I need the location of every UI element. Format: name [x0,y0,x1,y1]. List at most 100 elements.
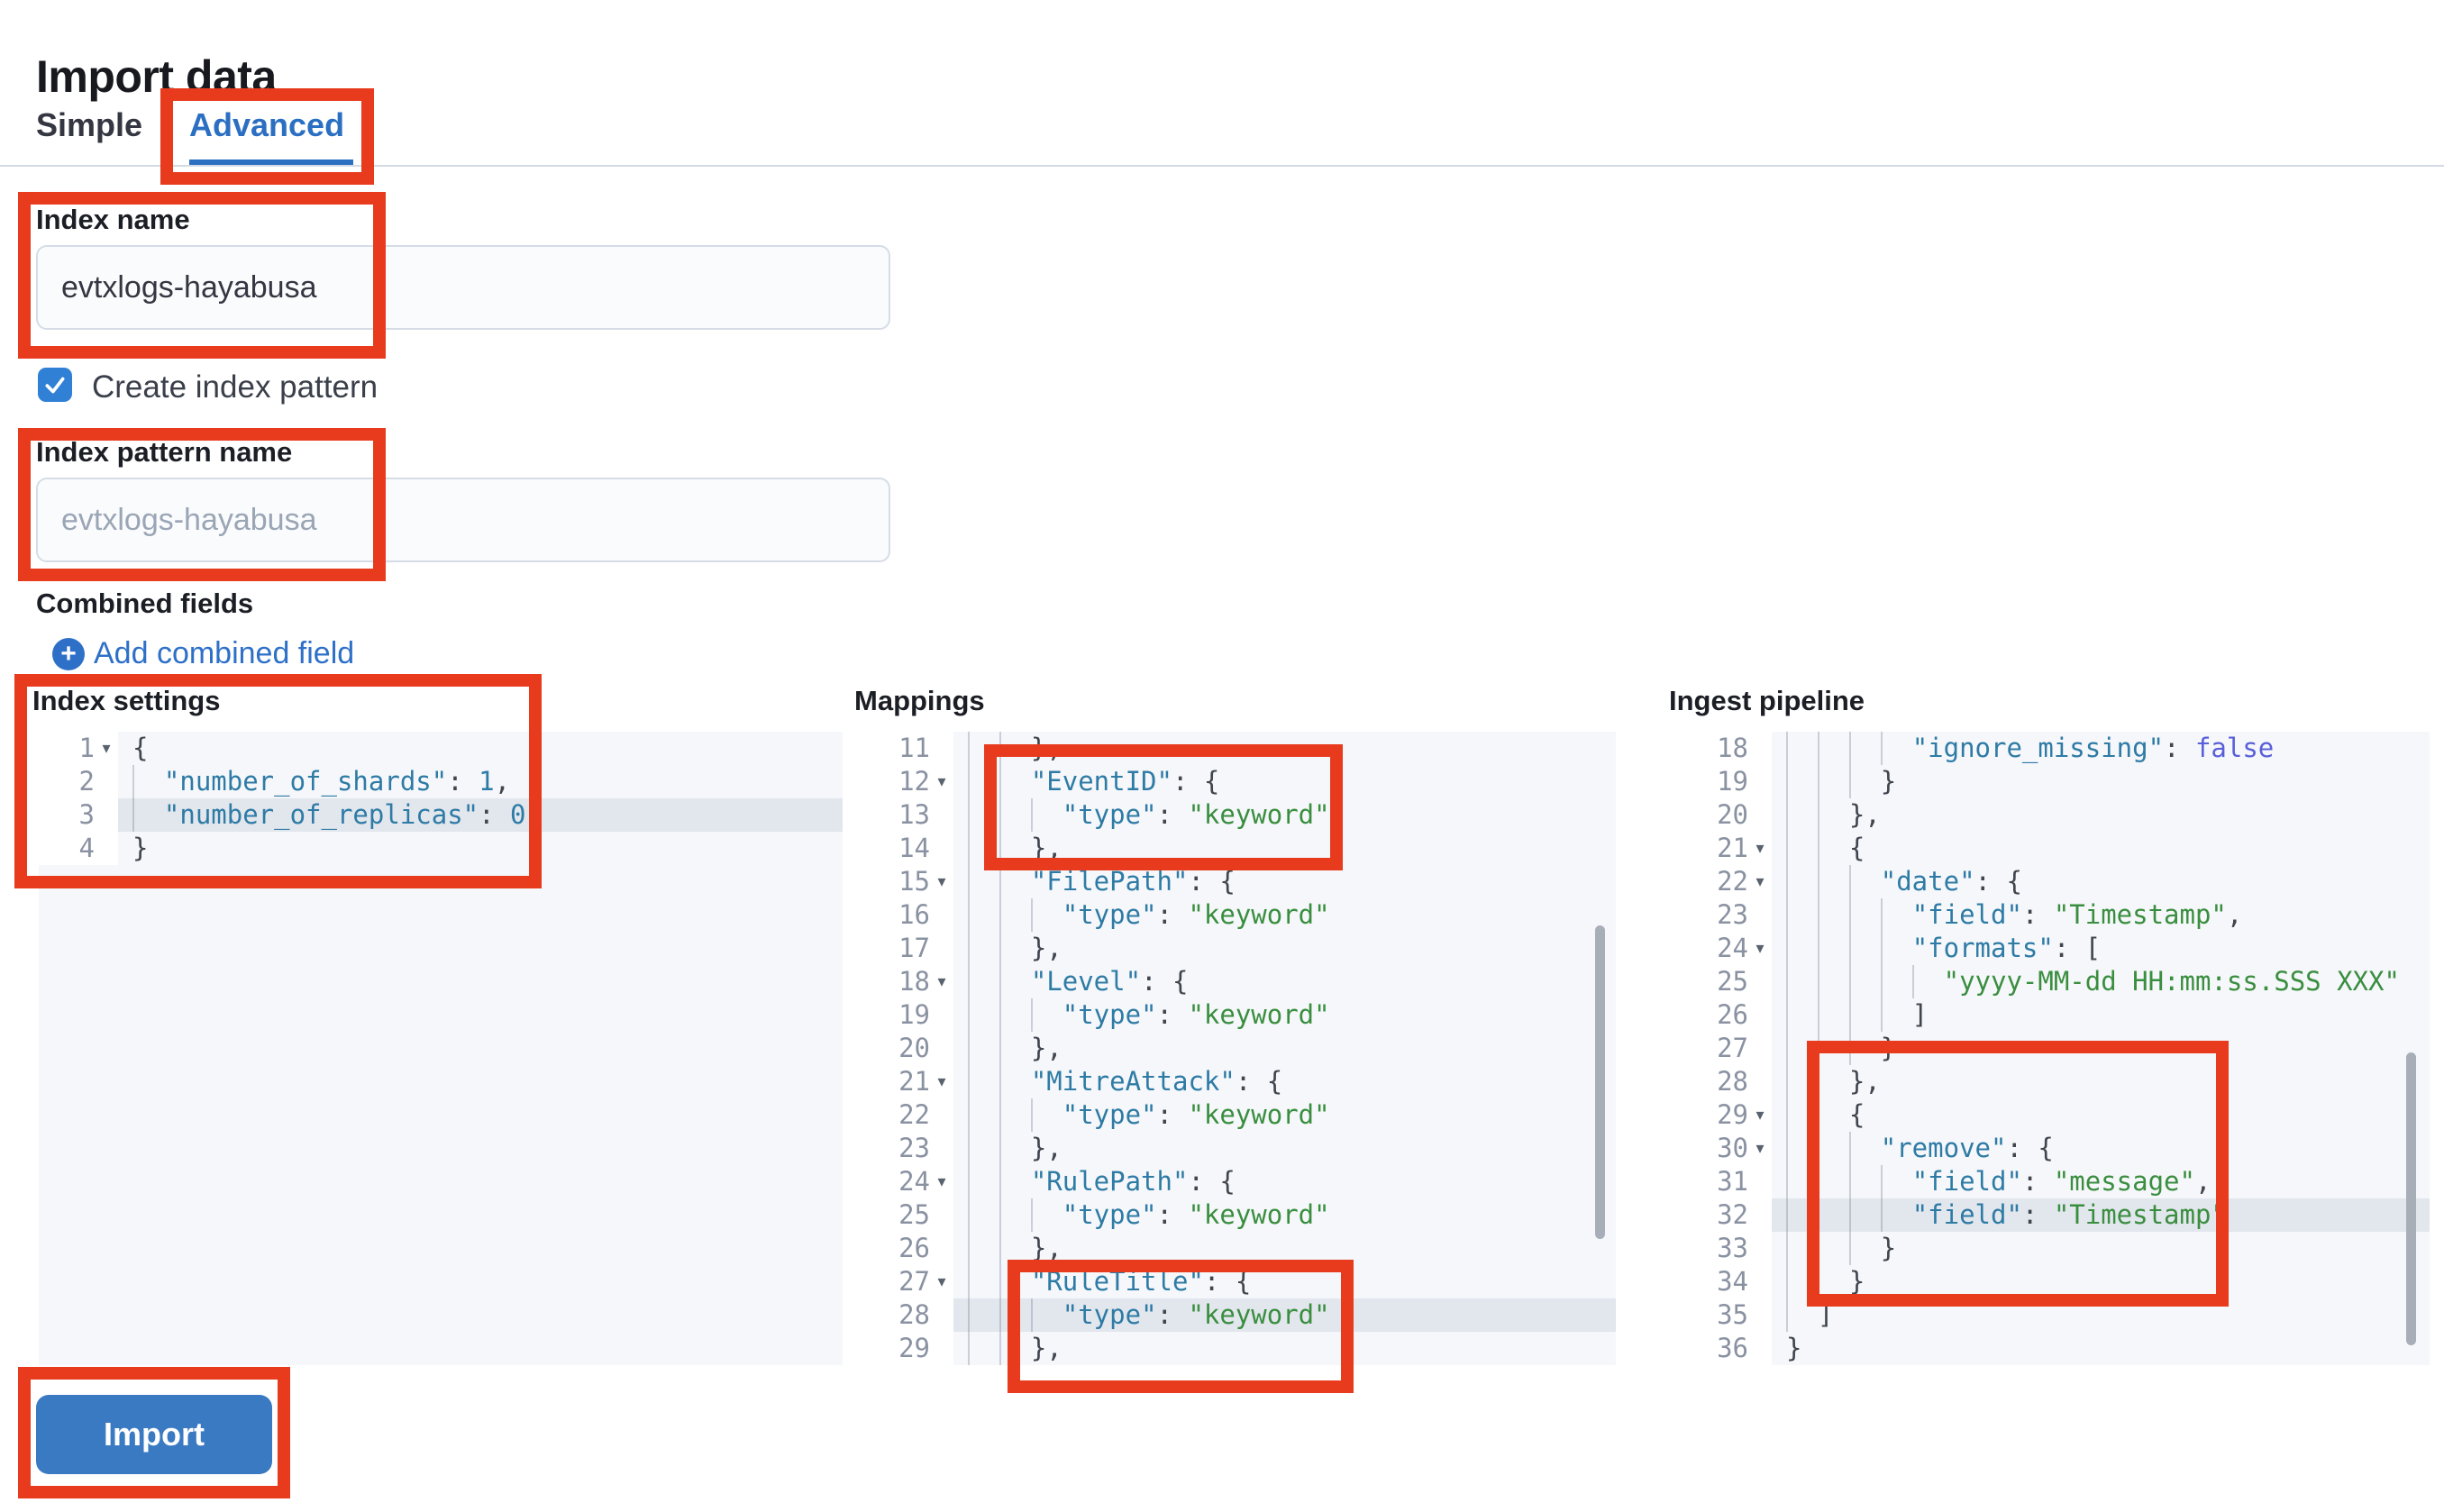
code-line: 25 "type": "keyword" [874,1198,1616,1232]
gutter-cell: 32 [1692,1198,1772,1232]
index-pattern-name-input[interactable] [36,478,890,562]
code-line: 27▾ "RuleTitle": { [874,1265,1616,1298]
import-button[interactable]: Import [36,1395,272,1474]
fold-arrow-icon[interactable]: ▾ [1755,872,1765,891]
indent-guide [1817,1065,1819,1098]
json-punctuation: : [1156,1099,1189,1130]
code-text: "field": "message", [1772,1165,2430,1198]
indent-guide [999,765,1001,798]
indent-guide [1030,1098,1033,1132]
indent-guide [1848,1198,1851,1232]
fold-arrow-icon[interactable]: ▾ [937,1172,946,1191]
json-punctuation: }, [968,833,1062,863]
code-line: 32 "field": "Timestamp" [1692,1198,2430,1232]
json-key: "RulePath" [1030,1166,1189,1197]
line-number: 25 [1717,966,1748,997]
code-line: 28 "type": "keyword" [874,1298,1616,1332]
json-punctuation: , [2194,1166,2211,1197]
json-string: "yyyy-MM-dd HH:mm:ss.SSS XXX" [1943,966,2400,997]
indent-guide [968,1232,970,1265]
indent-guide [1848,1165,1851,1198]
fold-spacer [930,832,953,865]
indent-guide [1817,1098,1819,1132]
json-punctuation: } [1786,1033,1897,1063]
code-line: 29▾ { [1692,1098,2430,1132]
plus-circle-icon[interactable]: + [52,638,85,670]
create-index-pattern-checkbox[interactable] [38,368,72,402]
indent-guide [1848,765,1851,798]
indent-guide [999,965,1001,998]
ingest-pipeline-label: Ingest pipeline [1669,685,1865,716]
indent-guide [1817,898,1819,932]
fold-arrow-icon[interactable]: ▾ [1755,839,1765,858]
fold-arrow-icon[interactable]: ▾ [102,739,111,758]
line-number: 35 [1717,1299,1748,1330]
indent-guide [1786,1198,1788,1232]
line-number: 36 [1717,1333,1748,1363]
line-number: 33 [1717,1233,1748,1263]
fold-spacer [1748,1165,1772,1198]
code-line: 18▾ "Level": { [874,965,1616,998]
scrollbar-thumb[interactable] [2406,1052,2416,1345]
gutter-cell: 26 [874,1232,953,1265]
line-number: 4 [78,833,95,863]
index-settings-editor[interactable]: 1▾{2 "number_of_shards": 1,3 "number_of_… [39,732,843,1365]
indent-guide [1848,998,1851,1032]
code-text: } [1772,1232,2430,1265]
indent-guide [1786,1065,1788,1098]
page-title: Import data [36,50,277,102]
indent-guide [1817,1132,1819,1165]
code-rows: 1▾{2 "number_of_shards": 1,3 "number_of_… [39,732,843,1365]
fold-arrow-icon[interactable]: ▾ [937,872,946,891]
json-key: "type" [1062,1099,1157,1130]
indent-guide [999,1198,1001,1232]
json-punctuation: : { [1235,1066,1283,1097]
gutter-cell: 36 [1692,1332,1772,1365]
code-text: }, [953,1032,1616,1065]
checkmark-icon [43,373,67,396]
json-key: "type" [1062,1299,1157,1330]
json-punctuation: , [2226,899,2243,930]
fold-spacer [1748,1032,1772,1065]
code-line: 26 }, [874,1232,1616,1265]
add-combined-field-link[interactable]: Add combined field [94,636,355,670]
gutter-cell: 15▾ [874,865,953,898]
fold-arrow-icon[interactable]: ▾ [1755,1139,1765,1158]
fold-arrow-icon[interactable]: ▾ [937,1272,946,1291]
fold-spacer [1748,1332,1772,1365]
fold-arrow-icon[interactable]: ▾ [937,1072,946,1091]
json-string: "keyword" [1188,899,1330,930]
index-name-input[interactable] [36,245,890,330]
mappings-editor[interactable]: 11 },12▾ "EventID": {13 "type": "keyword… [874,732,1616,1365]
indent-guide [1817,798,1819,832]
indent-guide [968,898,970,932]
fold-arrow-icon[interactable]: ▾ [937,972,946,991]
code-text: }, [1772,1065,2430,1098]
indent-guide [968,1098,970,1132]
tab-advanced[interactable]: Advanced [189,106,345,143]
fold-arrow-icon[interactable]: ▾ [1755,939,1765,958]
json-punctuation [968,1299,1062,1330]
active-tab-underline [189,159,353,166]
fold-arrow-icon[interactable]: ▾ [1755,1106,1765,1125]
json-punctuation: } [1786,1233,1897,1263]
json-punctuation: : [479,799,511,830]
gutter-cell: 13 [874,798,953,832]
gutter-cell: 24▾ [874,1165,953,1198]
tab-simple[interactable]: Simple [36,106,143,143]
scrollbar-thumb[interactable] [1595,925,1605,1239]
code-text: "RuleTitle": { [953,1265,1616,1298]
indent-guide [1786,832,1788,865]
indent-guide [1030,1298,1033,1332]
gutter-cell: 11 [874,732,953,765]
fold-spacer [1748,765,1772,798]
json-punctuation [968,799,1062,830]
indent-guide [968,965,970,998]
indent-guide [999,1265,1001,1298]
code-text: "type": "keyword" [953,1098,1616,1132]
gutter-cell: 2 [39,765,118,798]
json-punctuation [968,1199,1062,1230]
fold-arrow-icon[interactable]: ▾ [937,772,946,791]
fold-spacer [930,998,953,1032]
